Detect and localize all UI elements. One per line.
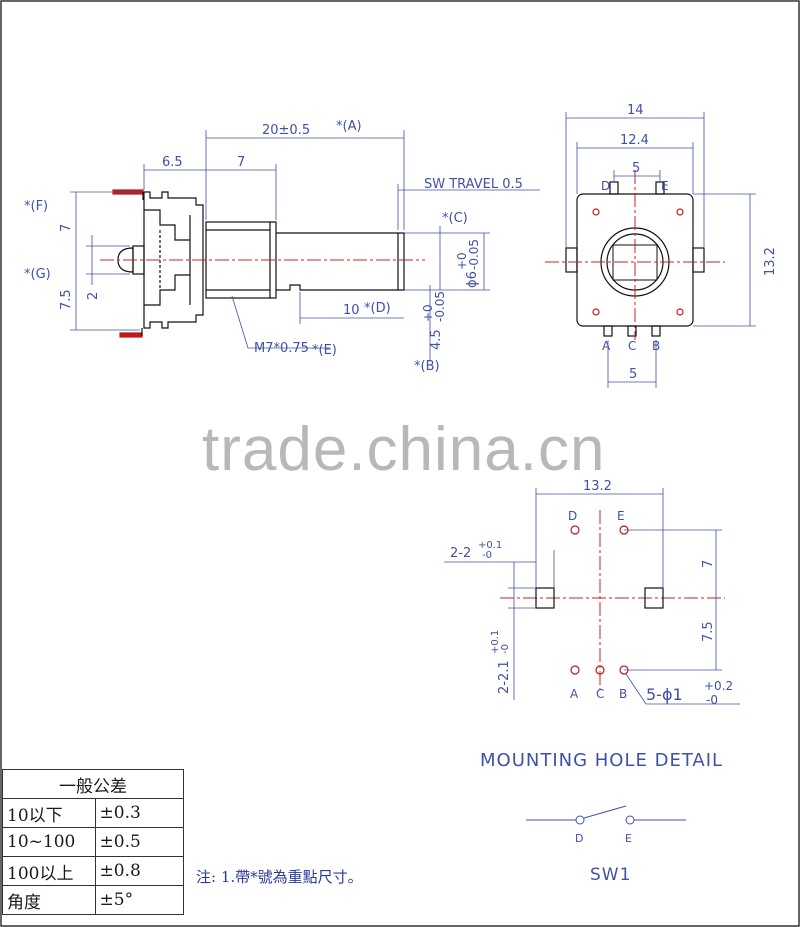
watermark: trade.china.cn xyxy=(202,415,605,484)
mount-hole-d: D xyxy=(568,509,577,523)
mount-hole-e: E xyxy=(617,509,625,523)
mark-e: *(E) xyxy=(312,343,337,358)
switch-pin-d: D xyxy=(575,832,583,845)
tolerance-value: ±0.5 xyxy=(94,827,185,857)
dim-width-14: 14 xyxy=(627,103,644,118)
mount-hole-c: C xyxy=(596,687,604,701)
mount-hole-b: B xyxy=(619,687,627,701)
mount-right-7-5: 7.5 xyxy=(701,621,716,642)
general-tolerance-table: 一般公差 10以下 ±0.3 10~100 ±0.5 100以上 ±0.8 角度… xyxy=(2,769,185,915)
mark-d: *(D) xyxy=(364,301,391,316)
dim-shaft-tol-down: -0.05 xyxy=(467,239,481,270)
mount-holes-tol-up: +0.2 xyxy=(704,679,733,693)
dim-left-7-5: 7.5 xyxy=(59,289,74,310)
mount-slot-height: 2-2.1 xyxy=(497,660,512,694)
table-row: 10以下 ±0.3 xyxy=(2,798,185,828)
side-view-labels: 20±0.5 *(A) 6.5 7 SW TRAVEL 0.5 *(F) *(C… xyxy=(24,119,523,374)
thread-spec: M7*0.75 xyxy=(254,341,309,356)
tolerance-range: 角度 xyxy=(2,885,96,915)
pin-label-d: D xyxy=(601,179,610,193)
pin-label-c: C xyxy=(628,339,636,353)
mark-f: *(F) xyxy=(24,199,48,214)
dim-flat: 4.5 xyxy=(429,329,444,350)
tolerance-title: 一般公差 xyxy=(2,769,184,799)
switch-symbol: D E SW1 xyxy=(526,805,686,885)
dim-6-5: 6.5 xyxy=(162,155,183,170)
mounting-caption: MOUNTING HOLE DETAIL xyxy=(480,750,723,771)
tolerance-range: 10以下 xyxy=(2,798,96,828)
mount-slot-height-tol-down: -0 xyxy=(500,644,511,654)
sw-travel-label: SW TRAVEL 0.5 xyxy=(424,177,523,192)
dim-left-2: 2 xyxy=(86,292,101,300)
mount-holes-tol-down: -0 xyxy=(706,693,718,707)
front-view-dimensions xyxy=(565,112,756,388)
front-view-labels: 14 12.4 5 D E 13.2 A C B 5 xyxy=(601,103,778,382)
dim-7-top: 7 xyxy=(237,155,245,170)
table-row: 10~100 ±0.5 xyxy=(2,827,185,857)
mount-holes-spec: 5-ϕ1 xyxy=(646,685,683,704)
mount-hole-a: A xyxy=(570,687,579,701)
switch-pin-e: E xyxy=(625,832,632,845)
pin-label-b: B xyxy=(652,339,660,353)
tolerance-value: ±0.8 xyxy=(94,856,185,886)
mount-slot-width-tol-down: -0 xyxy=(482,550,492,561)
dim-left-7: 7 xyxy=(59,224,74,232)
side-view-dimensions xyxy=(70,130,540,360)
dim-total-length: 20±0.5 xyxy=(262,123,310,138)
pin-label-a: A xyxy=(602,339,611,353)
dim-pin-5-top: 5 xyxy=(632,161,640,176)
mounting-hole-detail: 13.2 D E 2-2 +0.1 -0 7 7.5 2-2.1 +0.1 -0… xyxy=(444,479,740,771)
dim-shaft-diameter: ϕ6 xyxy=(465,271,480,288)
mount-slot-width-tol-up: +0.1 xyxy=(478,540,502,551)
dim-flat-tol-up: +0 xyxy=(421,304,435,322)
mount-slot-height-tol-up: +0.1 xyxy=(490,630,501,654)
mount-right-7: 7 xyxy=(701,560,716,568)
tolerance-range: 100以上 xyxy=(2,856,96,886)
dim-flat-tol-down: -0.05 xyxy=(433,291,447,322)
mark-g: *(G) xyxy=(24,267,51,282)
dim-shaft-tol-up: +0 xyxy=(455,252,469,270)
drawing-note: 注: 1.帶*號為重點尺寸。 xyxy=(196,868,363,886)
tolerance-range: 10~100 xyxy=(2,827,96,857)
tolerance-value: ±0.3 xyxy=(94,798,185,828)
dim-width-12-4: 12.4 xyxy=(620,133,649,148)
tolerance-value: ±5° xyxy=(94,885,185,915)
mark-a: *(A) xyxy=(336,119,362,134)
switch-caption: SW1 xyxy=(590,865,631,885)
table-row: 角度 ±5° xyxy=(2,885,185,915)
table-row: 100以上 ±0.8 xyxy=(2,856,185,886)
mount-slot-width: 2-2 xyxy=(450,546,471,561)
side-view xyxy=(112,189,405,338)
mount-width: 13.2 xyxy=(583,479,612,494)
dim-height-13-2: 13.2 xyxy=(763,247,778,276)
mark-b: *(B) xyxy=(414,359,440,374)
mark-c: *(C) xyxy=(442,211,468,226)
dim-pin-5-bottom: 5 xyxy=(629,367,637,382)
pin-label-e: E xyxy=(661,179,669,193)
dim-10: 10 xyxy=(343,303,360,318)
